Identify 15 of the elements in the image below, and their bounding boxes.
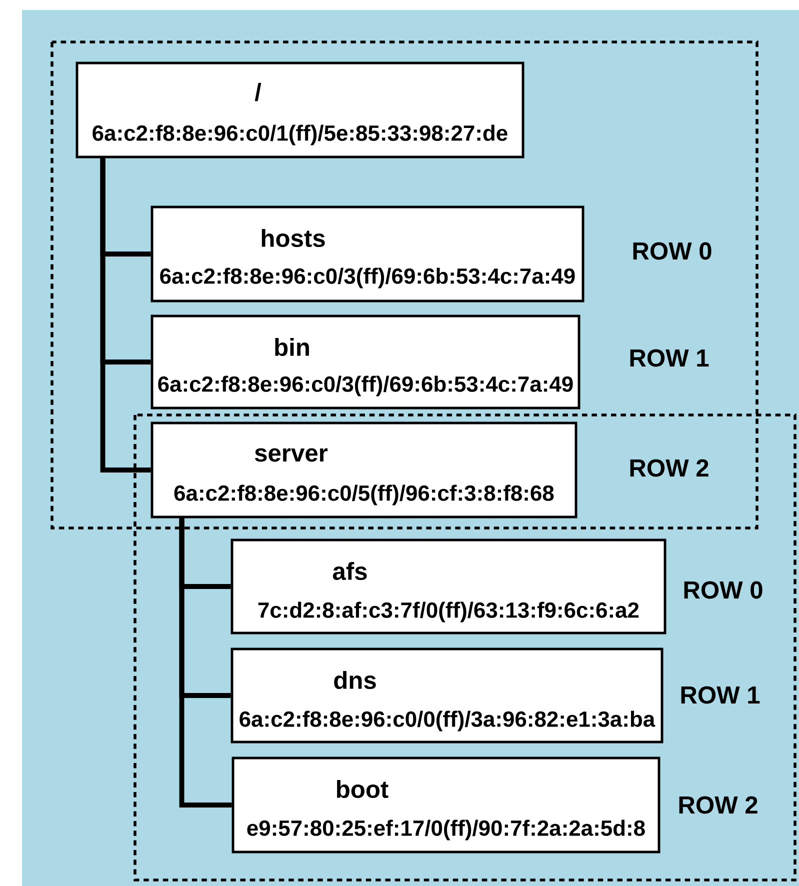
folder-box: bin 6a:c2:f8:8e:96:c0/3(ff)/69:6b:53:4c:7a:49 (150, 314, 580, 410)
folder-box: server 6a:c2:f8:8e:96:c0/5(ff)/96:cf:3:8:f8:68 (150, 422, 578, 518)
folder-box: dns 6a:c2:f8:8e:96:c0/0(ff)/3a:96:82:e1:3a:ba (230, 648, 664, 744)
folder-box: hosts 6a:c2:f8:8e:96:c0/3(ff)/69:6b:53:4c:7a:49 (150, 206, 584, 302)
tree-connector (179, 518, 232, 808)
row-label: ROW 2 (679, 796, 758, 814)
row-label: ROW 1 (681, 686, 760, 704)
folder-box: / 6a:c2:f8:8e:96:c0/1(ff)/5e:85:33:98:27:de (76, 62, 524, 158)
row-label: ROW 2 (630, 459, 708, 477)
row-label: ROW 0 (633, 242, 712, 260)
tree-connector (100, 158, 151, 472)
folder-box: afs 7c:d2:8:af:c3:7f/0(ff)/63:13:f9:6c:6:a2 (230, 538, 666, 634)
row-label: ROW 1 (630, 349, 709, 367)
folder-box: boot e9:57:80:25:ef:17/0(ff)/90:7f:2a:2a:5d:8 (232, 756, 660, 854)
row-label: ROW 0 (684, 581, 762, 599)
